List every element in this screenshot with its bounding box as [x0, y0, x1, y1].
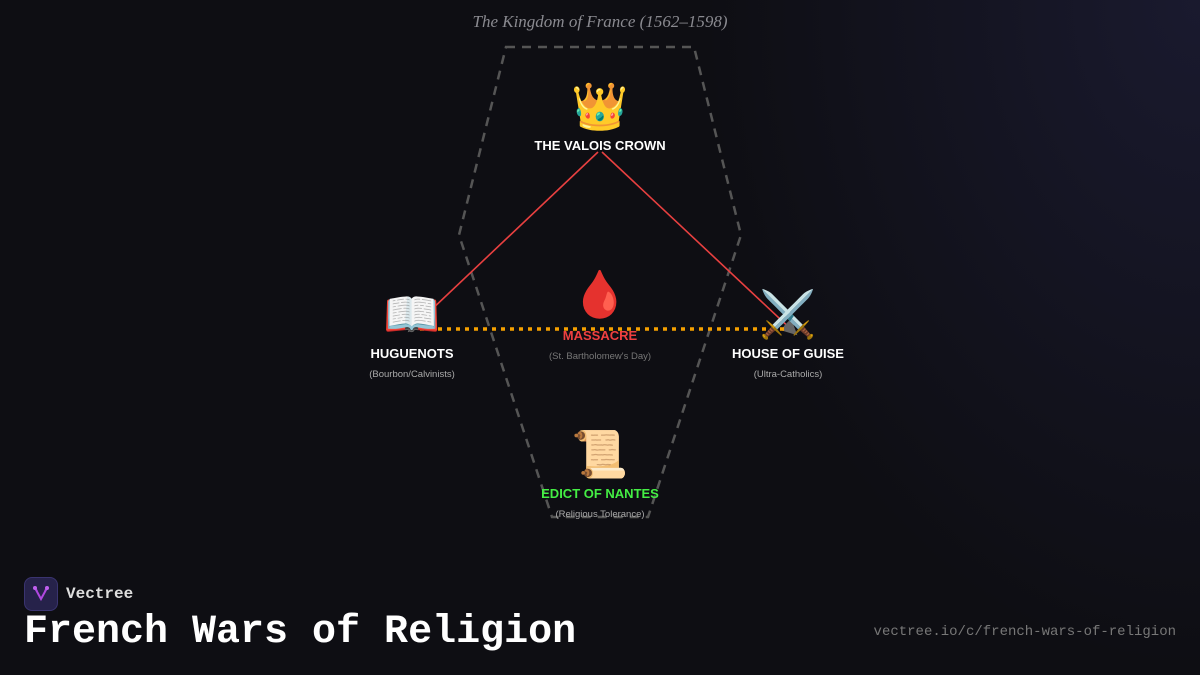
node-valois-crown[interactable]: 👑 THE VALOIS CROWN: [534, 80, 665, 153]
node-sublabel: (Religious Tolerance): [555, 509, 645, 520]
node-label: EDICT OF NANTES: [541, 486, 659, 501]
crossed-swords-icon: ⚔️: [759, 287, 817, 341]
crown-icon: 👑: [571, 79, 629, 133]
node-label: THE VALOIS CROWN: [534, 138, 666, 153]
node-label: HUGUENOTS: [370, 346, 454, 361]
node-house-of-guise[interactable]: ⚔️ HOUSE OF GUISE (Ultra-Catholics): [732, 288, 844, 380]
blood-drop-icon: 🩸: [571, 267, 629, 321]
node-sublabel: (St. Bartholomew's Day): [548, 351, 652, 362]
source-url: vectree.io/c/french-wars-of-religion: [873, 624, 1176, 640]
node-massacre[interactable]: 🩸 MASSACRE (St. Bartholomew's Day): [549, 268, 651, 362]
background-glow: [700, 0, 1200, 675]
node-sublabel: (Ultra-Catholics): [753, 369, 823, 380]
vectree-logo-icon: [24, 577, 58, 611]
diagram-title: The Kingdom of France (1562–1598): [472, 12, 728, 31]
scroll-icon: 📜: [571, 427, 629, 481]
edge-crown-huguenots: [407, 151, 599, 333]
kingdom-boundary: [457, 45, 743, 519]
edge-crown-guise: [601, 151, 798, 336]
node-sublabel: (Bourbon/Calvinists): [369, 369, 455, 380]
node-label: HOUSE OF GUISE: [732, 346, 844, 361]
node-label: MASSACRE: [562, 328, 638, 343]
node-huguenots[interactable]: 📖 HUGUENOTS (Bourbon/Calvinists): [369, 288, 455, 380]
node-edict-of-nantes[interactable]: 📜 EDICT OF NANTES (Religious Tolerance): [541, 428, 659, 520]
book-icon: 📖: [383, 287, 441, 341]
brand-name: Vectree: [66, 585, 134, 603]
page-title: French Wars of Religion: [24, 610, 577, 655]
brand: Vectree: [24, 577, 133, 611]
